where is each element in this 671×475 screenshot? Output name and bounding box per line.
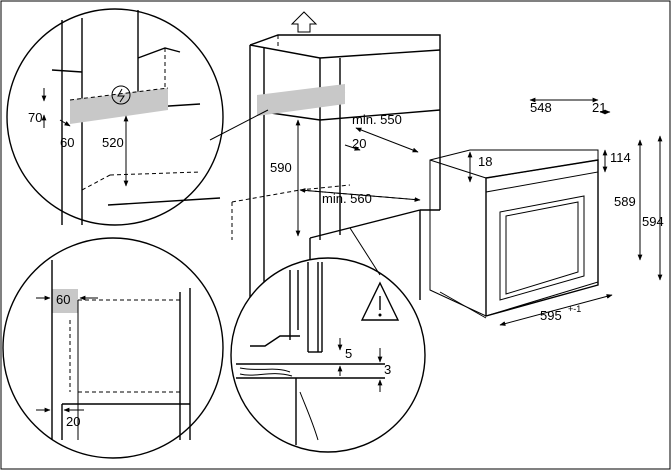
- oven-label-594: 594: [642, 214, 664, 229]
- detail-top-label-60: 60: [60, 135, 74, 150]
- cabinet-label-min560: min. 560: [322, 191, 372, 206]
- detail-center-label-3: 3: [384, 362, 391, 377]
- detail-bottom-label-20: 20: [66, 414, 80, 429]
- warning-triangle-icon: [360, 281, 400, 321]
- oven-label-21: 21: [592, 100, 606, 115]
- detail-bottom-center: [230, 257, 426, 453]
- oven-drawing: [429, 97, 663, 326]
- up-arrow-icon: [290, 11, 318, 33]
- cabinet-label-590: 590: [270, 160, 292, 175]
- oven-label-114: 114: [610, 150, 631, 165]
- detail-center-label-5: 5: [345, 346, 352, 361]
- cabinet-drawing: [231, 11, 441, 300]
- cabinet-label-20: 20: [352, 136, 366, 151]
- cabinet-label-min550: min. 550: [352, 112, 402, 127]
- cutout-shade-bottom: [52, 289, 78, 313]
- detail-bottom-left: [2, 237, 224, 459]
- leader-line-bottom: [349, 227, 381, 276]
- detail-bottom-label-60: 60: [56, 292, 70, 307]
- oven-label-589: 589: [614, 194, 636, 209]
- oven-label-548: 548: [530, 100, 552, 115]
- oven-label-595-tolerance: +-1: [568, 304, 581, 314]
- detail-top-left: [6, 8, 224, 226]
- oven-label-18: 18: [478, 154, 492, 169]
- detail-top-label-520: 520: [102, 135, 124, 150]
- cutout-shade-top: [257, 84, 345, 116]
- leader-line-top: [209, 109, 269, 141]
- detail-top-label-70: 70: [28, 110, 42, 125]
- power-symbol-icon: [111, 85, 131, 105]
- oven-label-595: 595: [540, 308, 562, 323]
